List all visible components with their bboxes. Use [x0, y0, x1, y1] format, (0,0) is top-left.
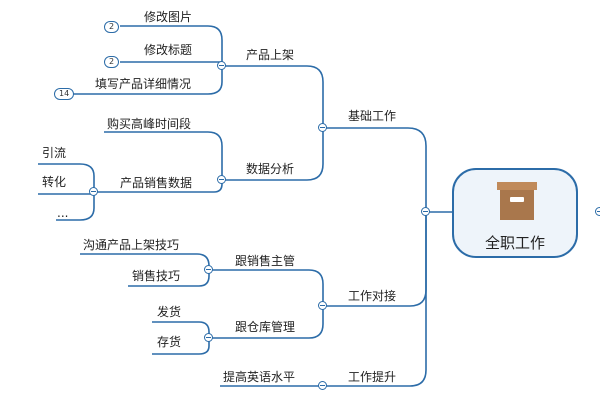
node-sales-data[interactable]: 产品销售数据: [120, 176, 193, 190]
collapse-toggle-improve[interactable]: [318, 381, 327, 390]
node-english[interactable]: 提高英语水平: [223, 370, 296, 384]
node-sales-skills[interactable]: 销售技巧: [132, 269, 181, 283]
collapse-toggle-product-listing[interactable]: [217, 61, 226, 70]
node-traffic[interactable]: 引流: [42, 146, 67, 160]
link-root-improve: [323, 212, 427, 387]
link-root-basic: [323, 127, 427, 212]
link-sales-conversion: [38, 192, 95, 195]
node-sales-manager[interactable]: 跟销售主管: [235, 254, 296, 268]
node-work-improve[interactable]: 工作提升: [348, 370, 397, 384]
link-listing-details: [70, 66, 223, 95]
root-node[interactable]: 全职工作: [452, 168, 578, 258]
link-listing-title: [120, 61, 223, 66]
link-salesmgr-skills: [128, 270, 210, 287]
link-salesmgr-communicate: [80, 253, 210, 270]
node-work-handover[interactable]: 工作对接: [348, 289, 397, 303]
link-analysis-sales: [94, 180, 223, 193]
link-listing-image: [120, 25, 223, 66]
link-sales-traffic: [38, 163, 95, 192]
collapse-toggle-data-analysis[interactable]: [217, 175, 226, 184]
node-basic-work[interactable]: 基础工作: [348, 109, 397, 123]
node-conversion[interactable]: 转化: [42, 175, 67, 189]
collapse-toggle-warehouse[interactable]: [204, 333, 213, 342]
node-more[interactable]: ...: [57, 206, 69, 220]
node-shipping[interactable]: 发货: [157, 305, 182, 319]
node-communicate-listing[interactable]: 沟通产品上架技巧: [83, 238, 180, 252]
count-badge[interactable]: 14: [54, 88, 75, 100]
node-edit-title[interactable]: 修改标题: [144, 43, 193, 57]
link-warehouse-stock: [152, 338, 210, 355]
collapse-toggle-sales-data[interactable]: [89, 187, 98, 196]
collapse-toggle-root[interactable]: [421, 207, 430, 216]
node-fill-details[interactable]: 填写产品详细情况: [95, 77, 192, 91]
count-badge[interactable]: 2: [104, 21, 120, 33]
collapse-toggle-basic[interactable]: [318, 123, 327, 132]
collapse-toggle-handover[interactable]: [318, 301, 327, 310]
link-warehouse-shipping: [152, 321, 210, 338]
count-badge[interactable]: 2: [104, 56, 120, 68]
node-edit-image[interactable]: 修改图片: [144, 10, 193, 24]
link-handover-warehouse: [209, 306, 324, 339]
archive-box-icon: [497, 182, 537, 220]
link-sales-more: [56, 192, 95, 221]
link-analysis-peak: [104, 131, 223, 180]
node-peak-time[interactable]: 购买高峰时间段: [107, 117, 192, 131]
link-handover-sales: [209, 269, 324, 306]
node-data-analysis[interactable]: 数据分析: [246, 162, 295, 176]
node-stock[interactable]: 存货: [157, 335, 182, 349]
link-basic-analysis: [222, 128, 324, 181]
collapse-toggle-right[interactable]: [595, 207, 600, 216]
link-basic-listing: [222, 65, 324, 128]
node-product-listing[interactable]: 产品上架: [246, 48, 295, 62]
root-node-label: 全职工作: [484, 234, 545, 252]
collapse-toggle-sales-manager[interactable]: [204, 265, 213, 274]
node-warehouse-manager[interactable]: 跟仓库管理: [235, 320, 296, 334]
